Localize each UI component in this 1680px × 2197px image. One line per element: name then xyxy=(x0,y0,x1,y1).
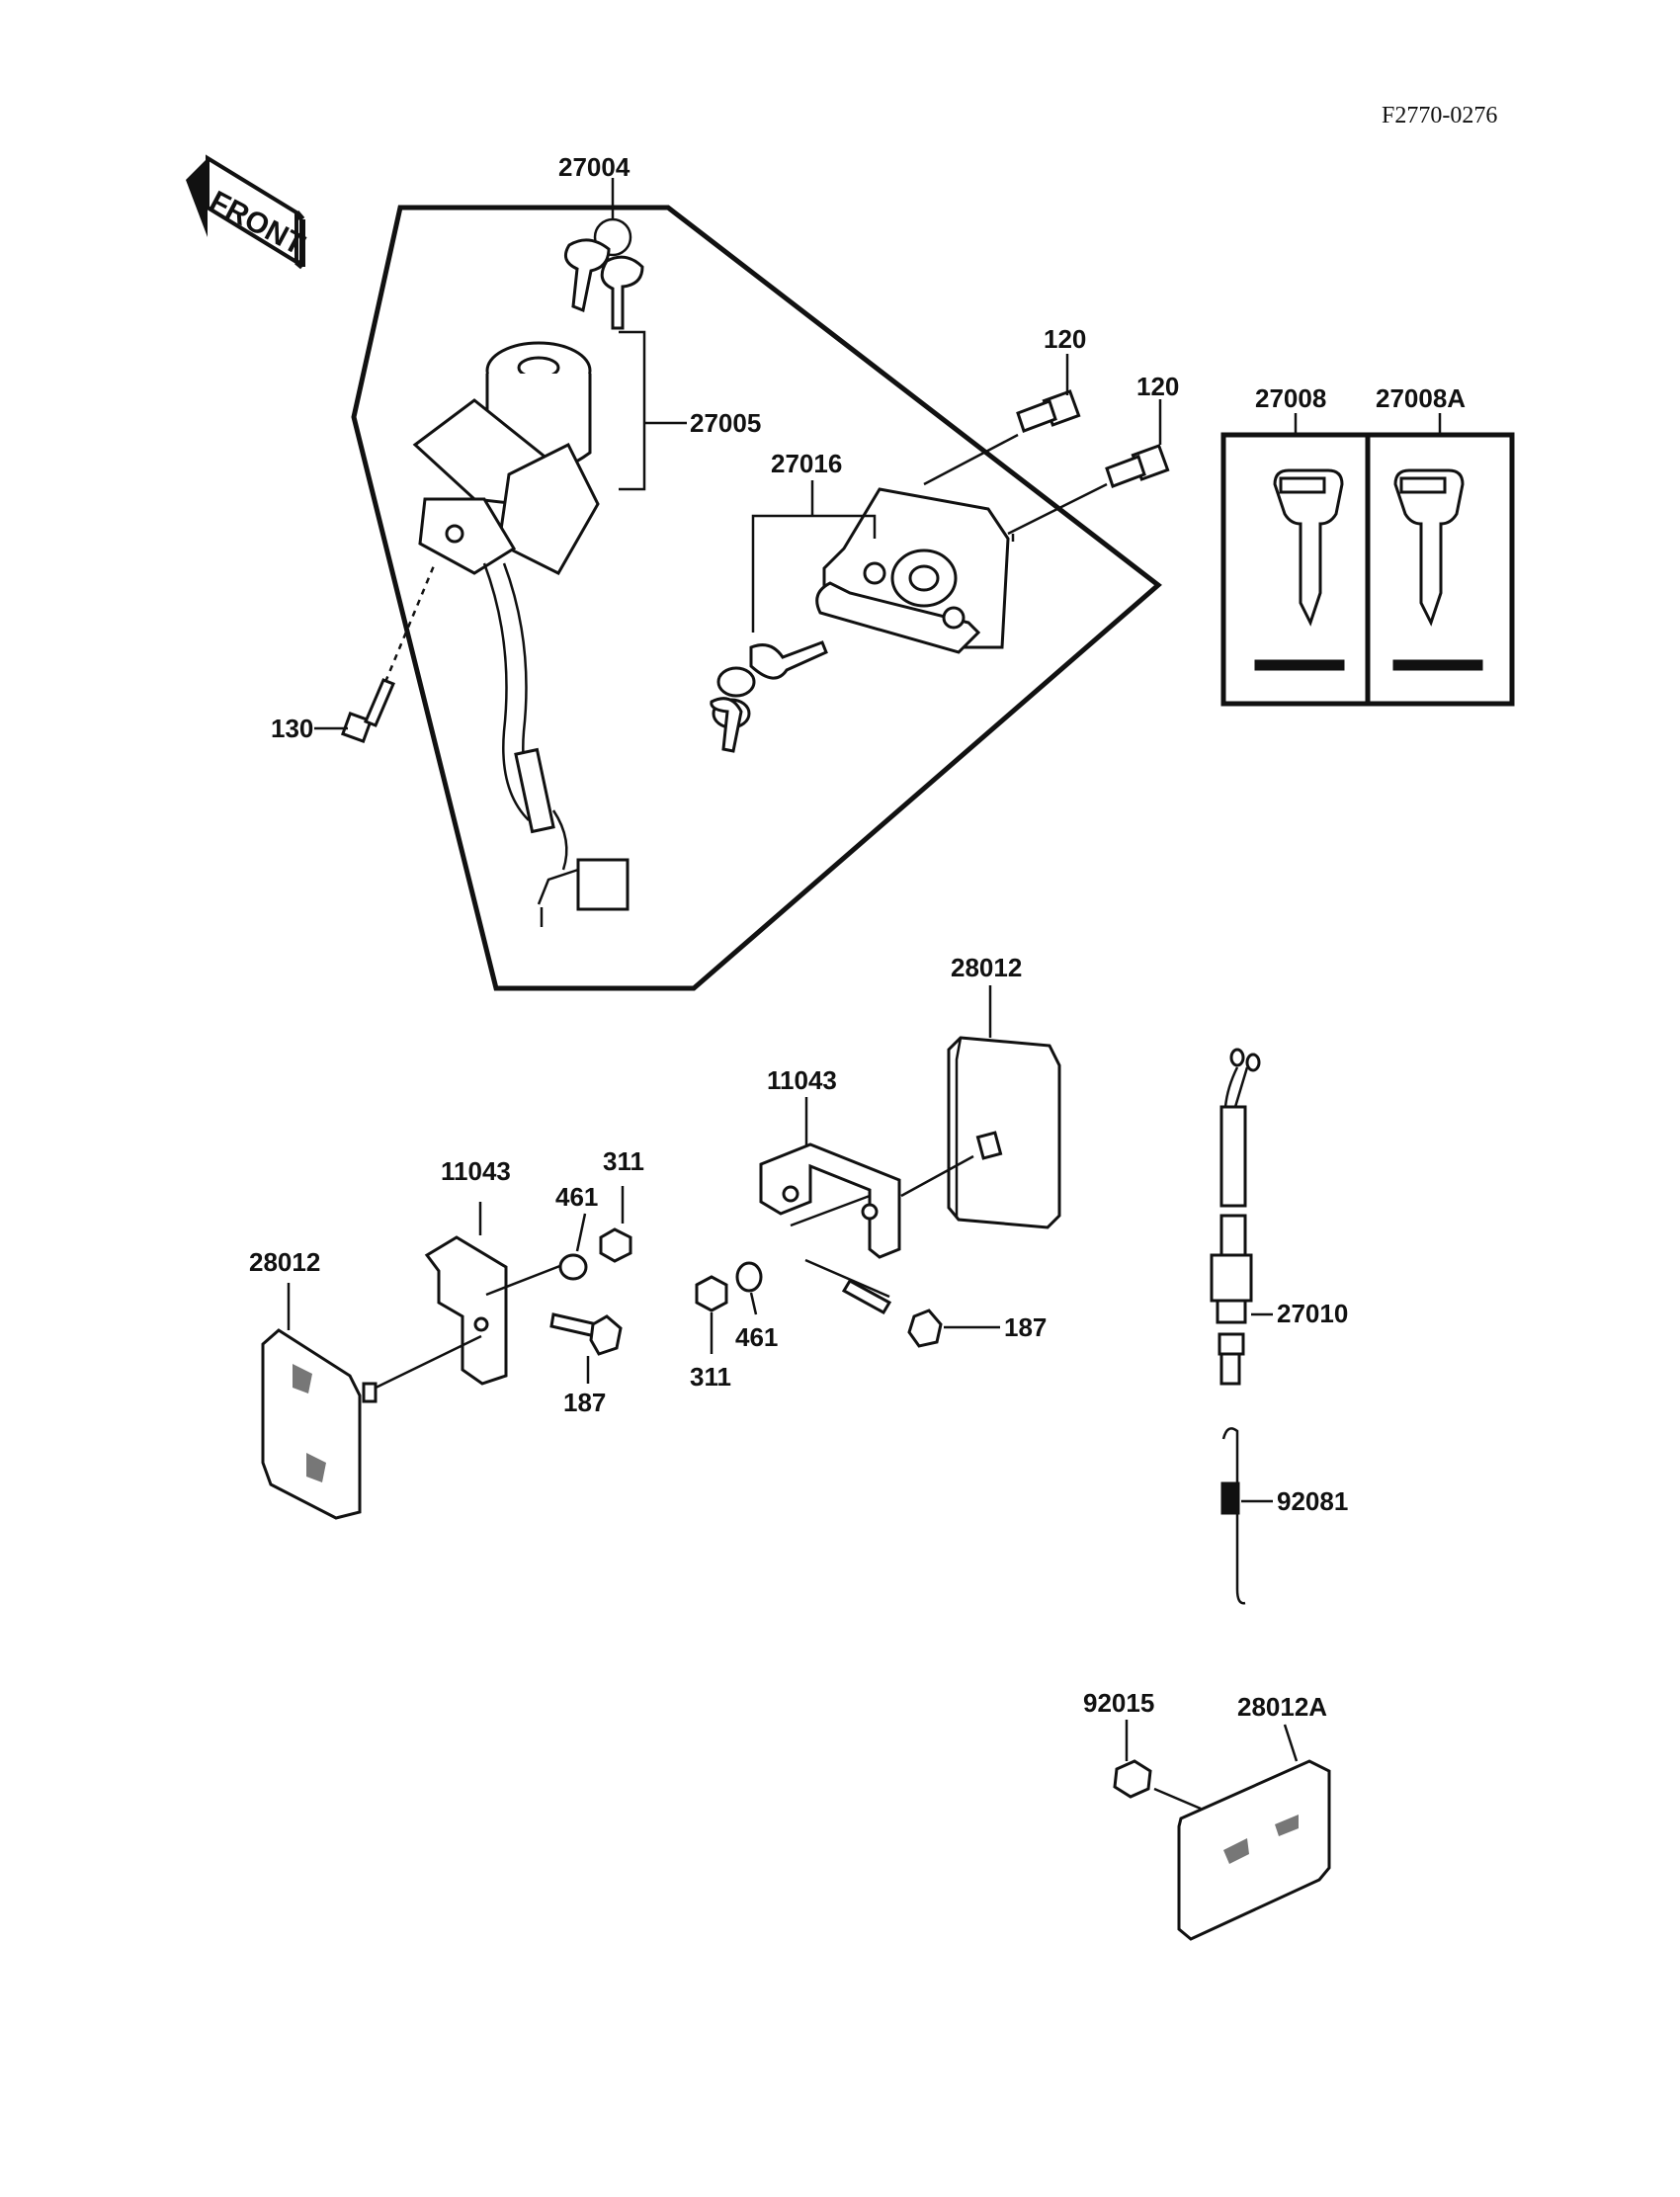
callout-120-upper: 120 xyxy=(1044,324,1086,354)
helmet-lock-keys-icon xyxy=(710,640,828,753)
spring-92081-icon xyxy=(1220,1427,1246,1605)
washer-461-left-icon xyxy=(558,1253,588,1281)
callout-187-left: 187 xyxy=(563,1388,606,1417)
helmet-lock-icon xyxy=(815,487,1010,654)
callout-27008A: 27008A xyxy=(1376,383,1466,413)
callout-27008: 27008 xyxy=(1255,383,1326,413)
callout-28012A: 28012A xyxy=(1237,1692,1327,1722)
bolt-187-left-icon xyxy=(549,1312,623,1356)
reflector-top-icon xyxy=(947,1036,1061,1229)
callout-461-left: 461 xyxy=(555,1182,598,1212)
switch-27010-icon xyxy=(1210,1048,1261,1386)
reflector-left-icon xyxy=(261,1328,378,1520)
front-arrow-icon: FRONT xyxy=(186,154,309,270)
callout-92015: 92015 xyxy=(1083,1688,1154,1718)
nut-311-left-icon xyxy=(599,1227,632,1263)
callout-311-right: 311 xyxy=(690,1362,731,1392)
bolt-120-upper-icon xyxy=(1016,389,1081,433)
callout-27016: 27016 xyxy=(771,449,842,478)
reflector-28012A-icon xyxy=(1177,1759,1331,1941)
callout-11043-left: 11043 xyxy=(441,1156,511,1186)
callout-187-right: 187 xyxy=(1004,1312,1047,1342)
callout-461-right: 461 xyxy=(735,1322,778,1352)
callout-130: 130 xyxy=(271,714,313,743)
callout-27005: 27005 xyxy=(690,408,761,438)
screw-130-icon xyxy=(340,678,395,744)
bracket-left-icon xyxy=(424,1235,508,1386)
diagram-code: F2770-0276 xyxy=(1382,103,1497,128)
ignition-switch-icon xyxy=(412,341,630,927)
callout-92081: 92081 xyxy=(1277,1486,1348,1516)
bolt-120-lower-icon xyxy=(1105,444,1170,488)
callout-311-left: 311 xyxy=(603,1146,644,1176)
bracket-right-icon xyxy=(759,1142,901,1259)
ignition-keys-icon xyxy=(563,217,644,330)
key-blank-27008A-icon xyxy=(1392,468,1483,671)
bolt-187-right-icon xyxy=(841,1278,943,1348)
callout-28012-left: 28012 xyxy=(249,1247,320,1277)
nut-92015-icon xyxy=(1113,1759,1152,1799)
callout-28012-top: 28012 xyxy=(951,953,1022,982)
washer-461-right-icon xyxy=(735,1261,763,1293)
callout-27004: 27004 xyxy=(558,152,630,182)
callout-11043-right: 11043 xyxy=(767,1065,837,1095)
key-blank-27008-icon xyxy=(1254,468,1345,671)
callout-27010: 27010 xyxy=(1277,1299,1348,1328)
key-set-boundary xyxy=(351,205,1162,991)
callout-120-lower: 120 xyxy=(1136,372,1179,401)
nut-311-right-icon xyxy=(695,1275,728,1312)
